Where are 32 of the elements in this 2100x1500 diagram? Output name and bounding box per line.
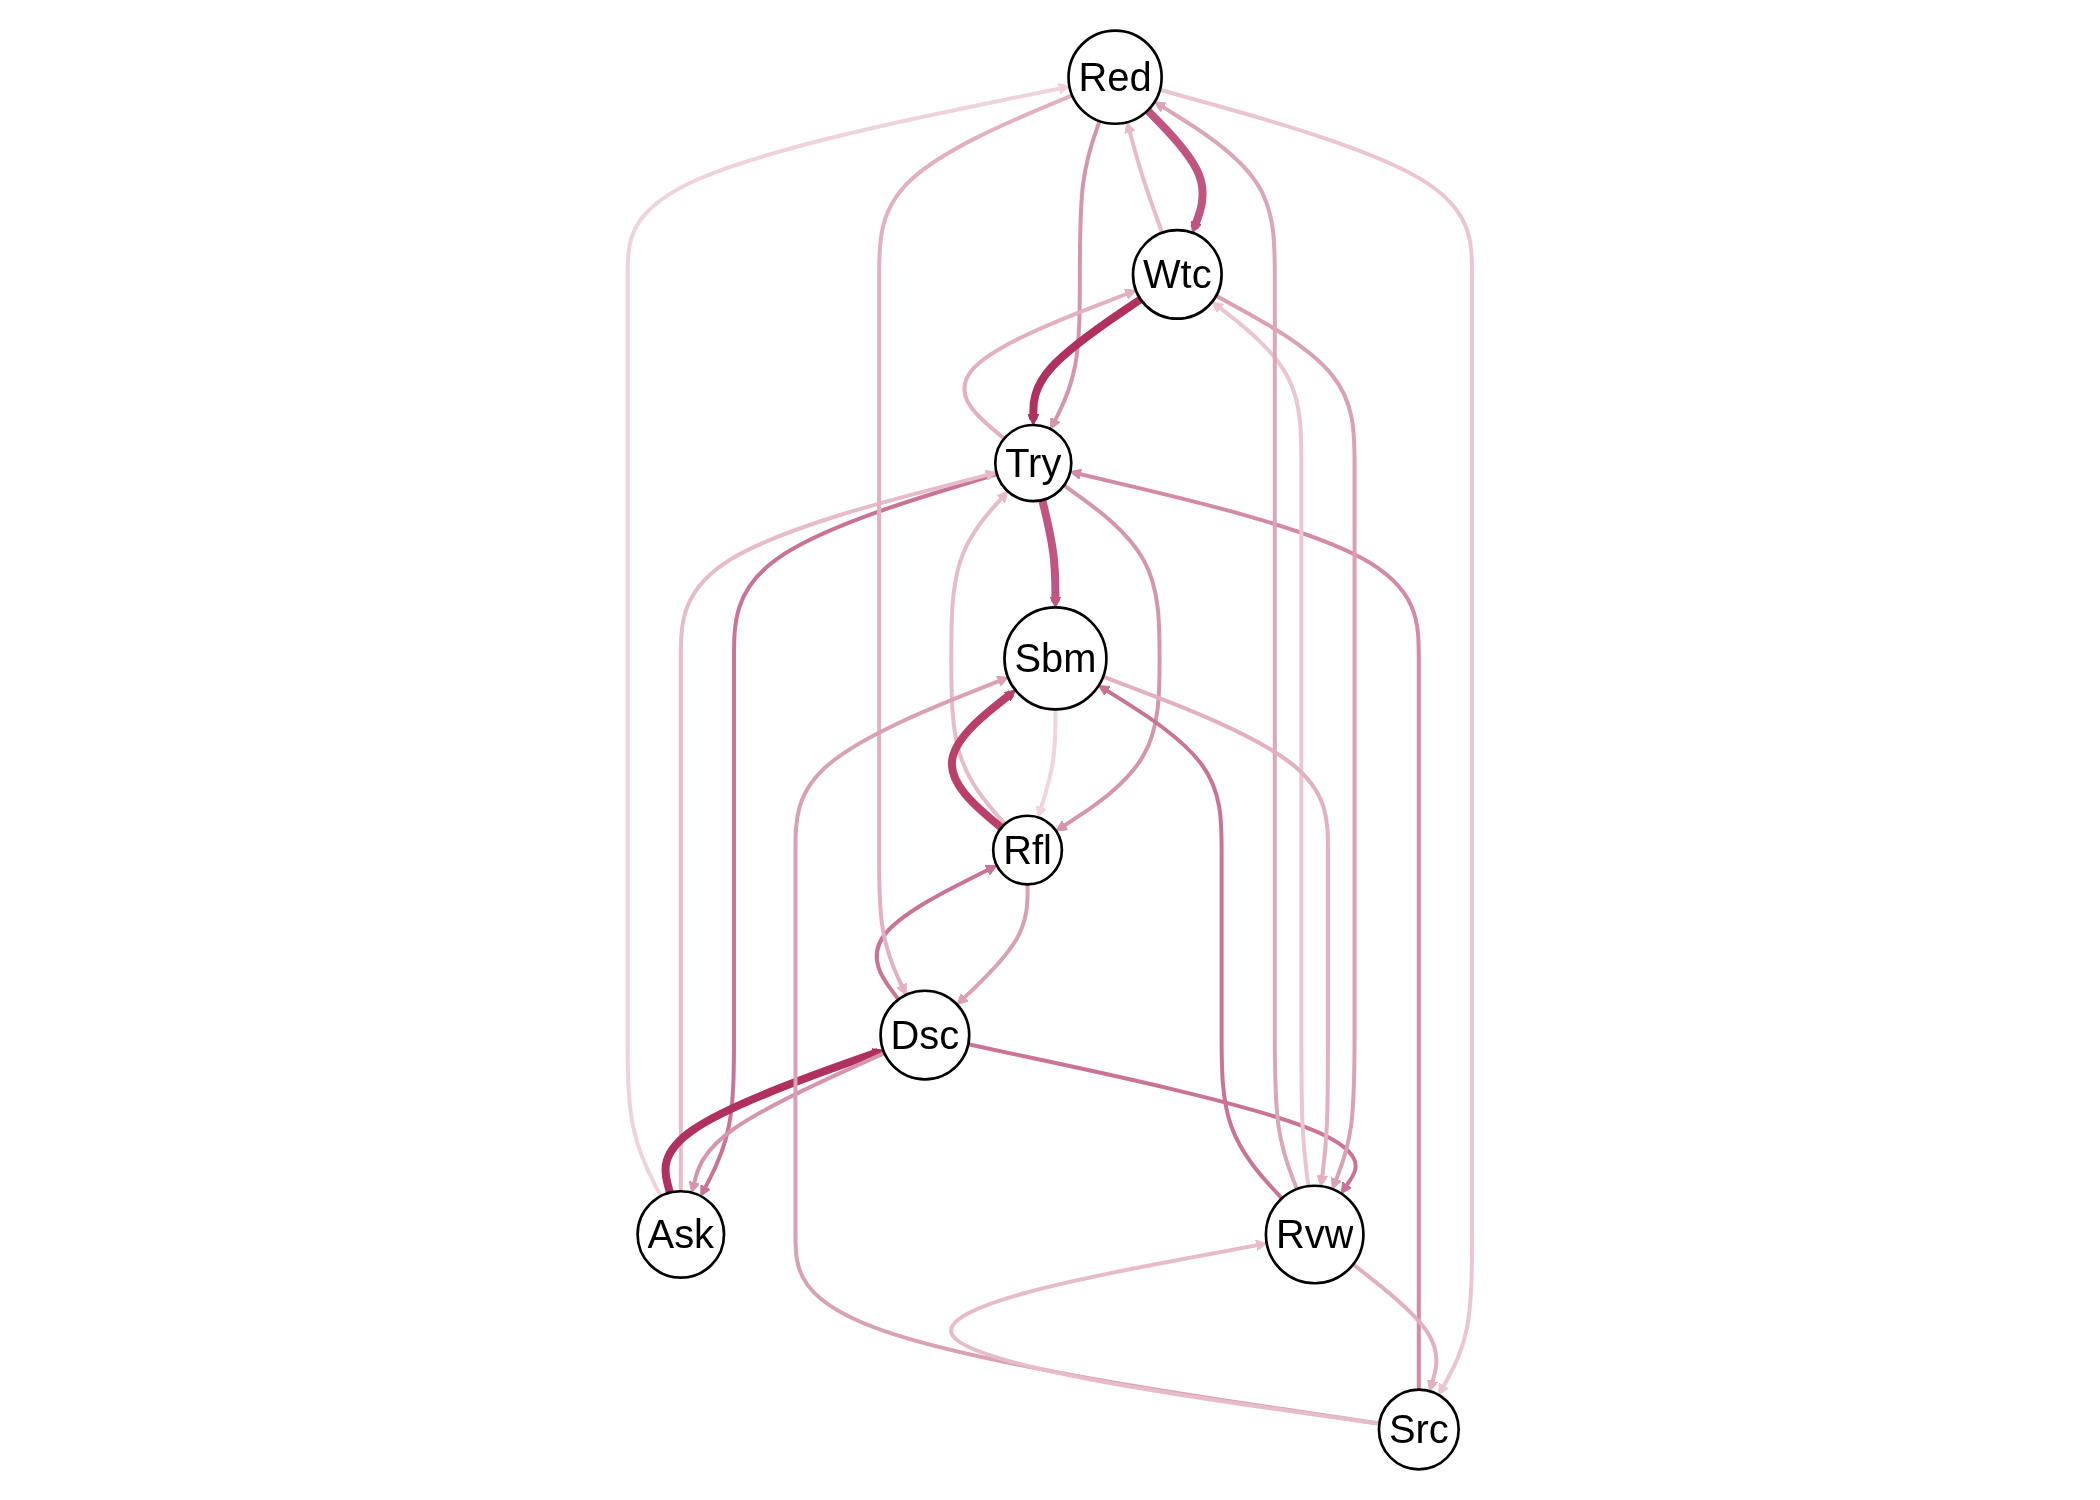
arrow (1055, 483, 1162, 832)
arrow (1154, 101, 1299, 1190)
arrow (1215, 294, 1357, 1190)
arrow (874, 864, 998, 1001)
arrow (1102, 674, 1331, 1187)
arrow (949, 1239, 1380, 1426)
arrow (1145, 107, 1207, 234)
arrow (1124, 121, 1165, 234)
arrow (956, 884, 1030, 1006)
arrow (968, 1042, 1358, 1195)
arrow (1069, 468, 1421, 1390)
node-circle: Wtc (1131, 228, 1224, 321)
node-circle: Rvw (1264, 1184, 1365, 1285)
node-circle: Rfl (992, 814, 1064, 886)
node-circle: Try (994, 423, 1073, 503)
arrow (962, 288, 1137, 441)
arrow (948, 689, 1017, 831)
arrow (1098, 684, 1284, 1200)
arrow (949, 490, 1009, 826)
arrow (1352, 1262, 1439, 1392)
arrow (1159, 87, 1475, 1396)
node-circle: Red (1067, 29, 1164, 126)
arrow (1211, 301, 1311, 1187)
node-circle: Ask (636, 1189, 726, 1280)
node-circle: Dsc (879, 989, 971, 1081)
node-circle: Src (1377, 1388, 1461, 1471)
arrow (1027, 295, 1144, 426)
arrow (1050, 120, 1102, 430)
arrow (793, 675, 1380, 1426)
arrow (1035, 709, 1058, 818)
arrow (1038, 499, 1062, 608)
node-circle: Sbm (1003, 606, 1108, 711)
